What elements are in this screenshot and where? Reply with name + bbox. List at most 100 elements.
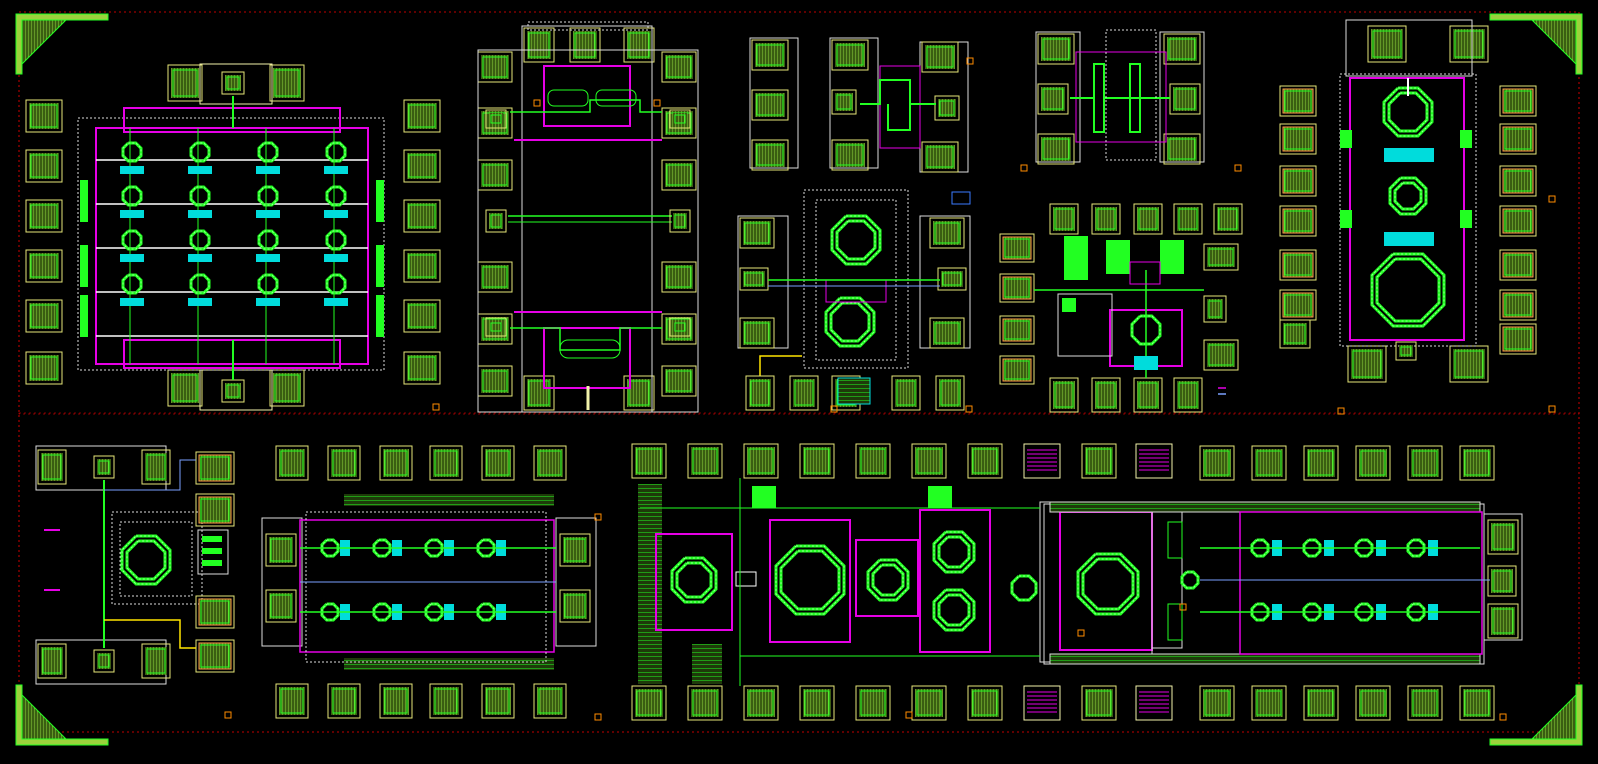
pad-outline: [687, 685, 723, 721]
bond-pad: [631, 443, 667, 479]
pad-inner: [666, 164, 692, 186]
pad-outline: [1163, 133, 1201, 165]
octagonal-inductor: [1406, 538, 1426, 558]
bond-pad: [1091, 377, 1121, 413]
inductor-turn-hatch: [1407, 603, 1425, 621]
octagonal-inductor: [424, 602, 444, 622]
pad-inner: [1138, 208, 1158, 230]
pad-outline: [1279, 123, 1317, 155]
bond-pad: [141, 449, 171, 485]
pad-outline: [929, 317, 965, 349]
block-10[interactable]: [631, 443, 1173, 721]
pad-inner: [1464, 450, 1490, 476]
block-9[interactable]: [261, 445, 597, 719]
bond-pad: [1487, 519, 1519, 555]
pad-outline: [1199, 445, 1235, 481]
block-2[interactable]: [477, 21, 699, 413]
pad-inner: [1308, 690, 1334, 716]
bond-pad: [789, 375, 819, 411]
pad-metal: [1463, 689, 1491, 717]
block-6[interactable]: [999, 203, 1243, 413]
pad-metal-orange: [198, 454, 232, 482]
pad-outline: [25, 199, 63, 233]
pad-inner: [756, 94, 784, 116]
pad-inner: [804, 448, 830, 474]
chip: [197, 529, 229, 575]
block-4[interactable]: [1035, 29, 1205, 165]
pad-outline: [623, 375, 655, 411]
pad-inner: [528, 32, 550, 58]
bond-pad: [1091, 203, 1121, 235]
pad-outline: [789, 375, 819, 411]
block-11[interactable]: [1043, 445, 1523, 721]
bond-pad: [265, 589, 297, 623]
inductor-turn: [1081, 557, 1135, 611]
bond-pad: [967, 443, 1003, 479]
pad-inner: [1492, 570, 1512, 592]
via-array: [1384, 232, 1434, 246]
pad-metal: [673, 213, 687, 229]
pad-outline: [799, 443, 835, 479]
pad-inner: [1504, 128, 1532, 150]
inductor-turn-hatch: [1251, 603, 1269, 621]
pad-outline: [855, 443, 891, 479]
pad-inner: [836, 44, 864, 66]
bond-pad: [669, 209, 691, 233]
bond-pad: [379, 445, 413, 481]
pad-outline: [891, 375, 921, 411]
pad-outline: [1355, 685, 1391, 721]
octagonal-inductor: [372, 538, 392, 558]
pad-outline: [921, 41, 959, 73]
pad-metal: [971, 689, 999, 717]
block-7[interactable]: [1279, 19, 1537, 383]
pad-metal: [407, 303, 437, 329]
inductor-turn-hatch: [831, 215, 881, 265]
bond-pad: [1251, 445, 1287, 481]
pad-inner: [674, 322, 686, 332]
pad-metal: [895, 379, 917, 407]
bond-pad: [221, 379, 245, 403]
pad-inner: [1412, 450, 1438, 476]
pad-inner: [408, 204, 436, 228]
octagonal-inductor: [476, 602, 496, 622]
pad-inner: [1360, 690, 1386, 716]
block-8[interactable]: [35, 445, 235, 685]
orange-marker: [653, 99, 661, 107]
pad-metal: [743, 321, 771, 345]
side-bar: [80, 245, 88, 287]
dash: [111, 511, 203, 605]
corner-alignment-mark: [15, 684, 109, 746]
pad-metal: [1255, 689, 1283, 717]
pad-outline: [831, 39, 869, 71]
pad-outline: [37, 449, 67, 485]
pad-metal: [1207, 247, 1235, 267]
octagonal-inductor: [1180, 570, 1200, 590]
octagonal-inductor: [121, 273, 143, 295]
pad-inner: [1218, 208, 1238, 230]
bond-pad: [739, 217, 775, 249]
pad-inner: [226, 384, 240, 398]
pad-inner: [628, 32, 650, 58]
pad-metal: [1053, 381, 1075, 409]
bond-pad: [687, 685, 723, 721]
pad-metal: [665, 163, 693, 187]
orange-marker: [1020, 164, 1028, 172]
pad-metal: [1137, 381, 1159, 409]
block-1[interactable]: [25, 63, 441, 411]
pad-inner: [744, 322, 770, 344]
octagonal-inductor: [189, 141, 211, 163]
inductor-turn-hatch: [122, 230, 142, 250]
pad-inner: [674, 114, 686, 124]
pad-metal: [573, 31, 597, 59]
block-5[interactable]: [737, 189, 971, 411]
octagonal-inductor: [257, 185, 279, 207]
striped-pad: [1135, 443, 1173, 479]
via-array: [120, 210, 144, 218]
block-3[interactable]: [749, 37, 969, 173]
meander: [547, 89, 589, 107]
bond-pad: [1449, 25, 1489, 63]
inductor-turn-hatch: [1251, 539, 1269, 557]
pad-metal: [1173, 87, 1197, 111]
